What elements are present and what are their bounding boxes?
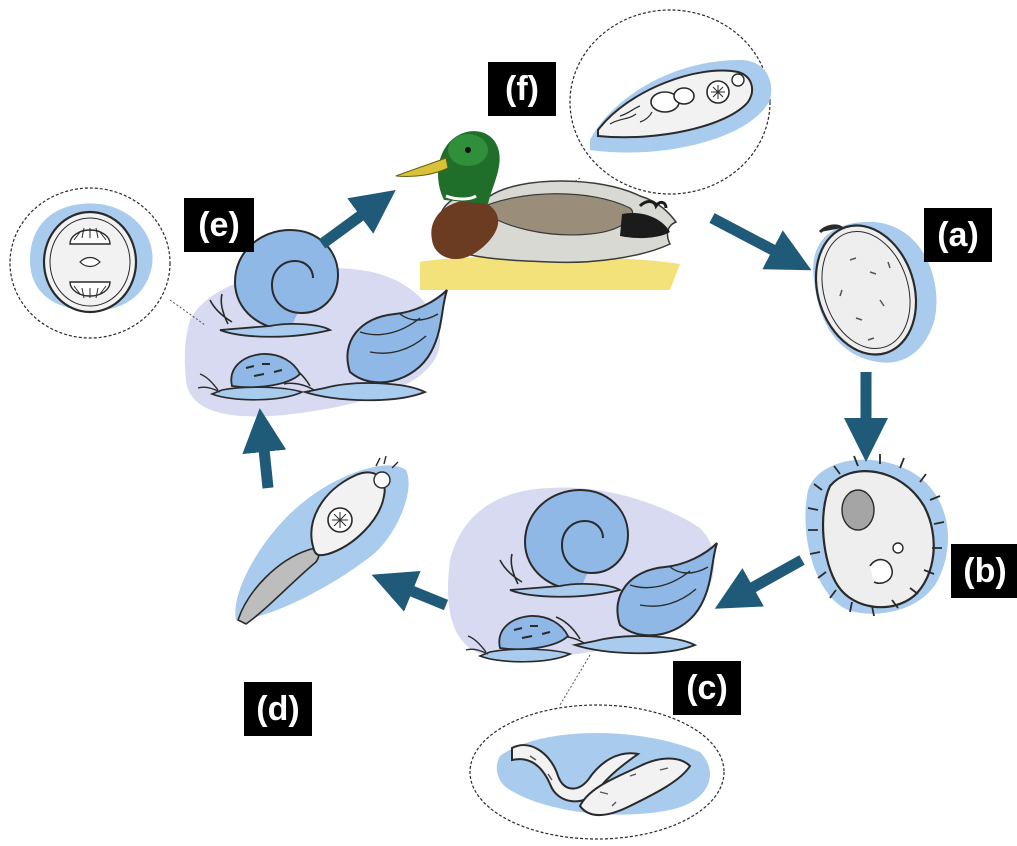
adult-fluke-inset xyxy=(540,10,771,205)
snail-group-c xyxy=(448,488,717,662)
stage-label-d: (d) xyxy=(244,682,312,736)
stage-label-b: (b) xyxy=(951,544,1017,598)
stage-label-f: (f) xyxy=(488,62,556,116)
arrow-f-to-a xyxy=(712,218,792,260)
metacercaria-icon xyxy=(44,212,136,312)
arrow-d-to-e xyxy=(262,430,268,488)
metacercaria-inset xyxy=(10,188,170,338)
snail-group-e xyxy=(185,230,447,416)
arrow-e-to-f xyxy=(322,203,378,244)
sporocyst-inset xyxy=(470,705,724,839)
egg-icon xyxy=(800,212,937,367)
stage-label-e: (e) xyxy=(184,198,254,252)
stage-label-a: (a) xyxy=(924,208,992,262)
cercaria-icon xyxy=(235,456,408,624)
arrow-c-to-d xyxy=(392,583,446,605)
miracidium-icon xyxy=(805,454,948,616)
arrow-b-to-c xyxy=(734,560,802,598)
stage-label-c: (c) xyxy=(673,661,741,715)
